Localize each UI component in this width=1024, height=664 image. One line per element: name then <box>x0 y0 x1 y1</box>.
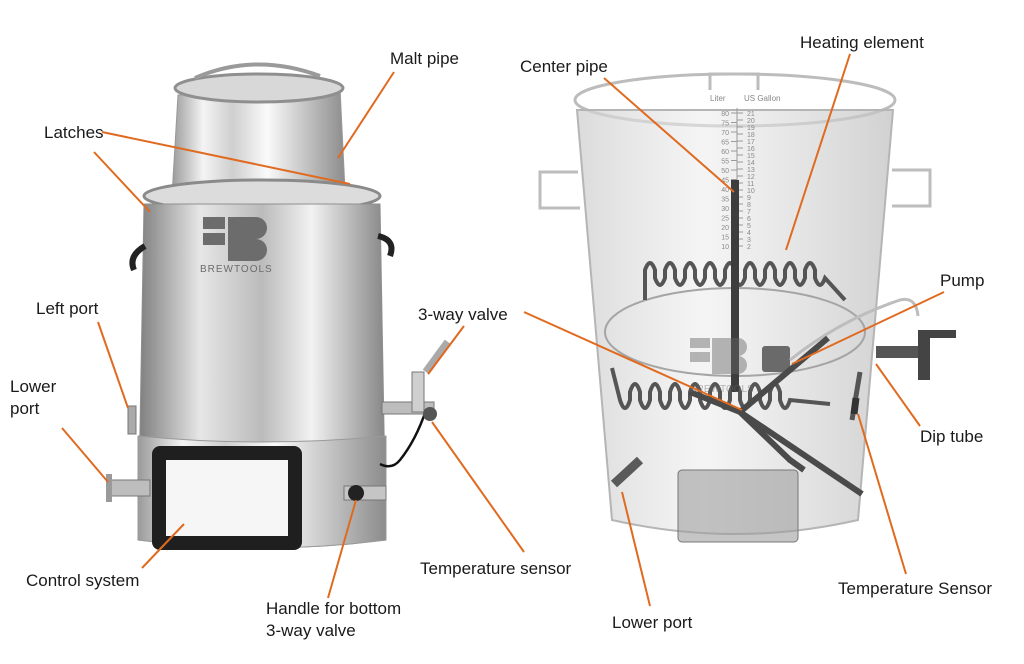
bottom-valve-handle <box>343 485 387 501</box>
label-left-port: Left port <box>36 299 99 318</box>
kettle-exterior: BREWTOOLS <box>106 62 452 550</box>
three-way-valve-assembly <box>379 339 452 468</box>
scale-gallon-label: 13 <box>747 167 755 174</box>
brand-logo: BREWTOOLS <box>200 217 273 275</box>
cutaway-handle-left <box>538 170 580 210</box>
leader-center-pipe <box>603 77 735 193</box>
label-three-way-valve: 3-way valve <box>418 305 508 324</box>
scale-gallon-label: 20 <box>747 118 755 125</box>
scale-liter-label: 10 <box>721 244 729 251</box>
heating-element-lower <box>610 367 831 410</box>
scale-gallon-label: 14 <box>747 160 755 167</box>
left-lower-port <box>106 474 151 502</box>
temperature-sensor-probe <box>850 397 860 415</box>
scale-liter-label: 75 <box>721 121 729 128</box>
leader-latches-b <box>93 151 151 213</box>
label-lower-port-left: Lower port <box>10 377 57 418</box>
scale-liter-label: 45 <box>721 178 729 185</box>
cross-pipe-b <box>738 335 830 415</box>
scale-liter-label: 50 <box>721 168 729 175</box>
scale-liter-label: 40 <box>721 187 729 194</box>
leader-malt-pipe <box>337 71 395 159</box>
cutaway-handle-top <box>708 72 760 90</box>
scale-gallon-label: 12 <box>747 174 755 181</box>
scale-liter-label: 35 <box>721 197 729 204</box>
leader-pump <box>791 291 945 365</box>
scale-liter-label: 30 <box>721 206 729 213</box>
leader-bottom-valve <box>327 499 357 599</box>
cross-pipe-c <box>737 409 806 473</box>
left-handle <box>129 243 147 272</box>
brand-logo-text: BREWTOOLS <box>200 264 273 275</box>
scale-liter-label: 20 <box>721 225 729 232</box>
scale-gallon-label: 3 <box>747 237 751 244</box>
control-screen <box>166 460 288 536</box>
scale-gallon-label: 11 <box>747 181 754 188</box>
label-temperature-sensor-left: Temperature sensor <box>420 559 572 578</box>
leader-dip-tube <box>875 363 921 427</box>
cutaway-lower-port <box>610 456 644 488</box>
left-port <box>127 405 137 435</box>
cutaway-brand-logo: BREWTOOLS <box>690 338 754 395</box>
scale-liter-label: 80 <box>721 111 729 118</box>
leader-three-way-valve-right <box>523 311 743 411</box>
leader-left-port <box>97 321 129 409</box>
scale-liter-label: 70 <box>721 130 729 137</box>
cutaway-control-box <box>677 469 799 543</box>
leader-lines <box>61 53 945 607</box>
malt-pipe-rim <box>173 72 345 104</box>
scale-liter-label: 65 <box>721 140 729 147</box>
scale-liter-label: 15 <box>721 235 729 242</box>
scale-gallon-label: 5 <box>747 223 751 230</box>
scale-gallon-label: 9 <box>747 195 751 202</box>
cutaway-handle-right <box>892 168 932 208</box>
label-malt-pipe: Malt pipe <box>390 49 459 68</box>
label-heating-element: Heating element <box>800 33 924 52</box>
scale-liter-label: 55 <box>721 159 729 166</box>
label-handle-bottom-valve: Handle for bottom 3-way valve <box>266 599 402 640</box>
scale-liter-label: 25 <box>721 216 729 223</box>
pump-unit <box>762 297 920 372</box>
leader-temp-sensor-left <box>431 421 525 553</box>
leader-latches-a <box>101 131 351 185</box>
scale-gallon-label: 8 <box>747 202 751 209</box>
right-handle <box>377 233 395 258</box>
right-valve <box>876 330 956 380</box>
scale-header-liter: Liter <box>710 94 726 103</box>
label-temperature-sensor-right: Temperature Sensor <box>838 579 993 598</box>
leader-lower-port-right <box>621 491 651 607</box>
label-pump: Pump <box>940 271 985 290</box>
scale-gallon-label: 18 <box>747 132 755 139</box>
label-center-pipe: Center pipe <box>520 57 608 76</box>
leader-lower-port-left <box>61 427 109 483</box>
scale-gallon-label: 4 <box>747 230 751 237</box>
scale-gallon-label: 6 <box>747 216 751 223</box>
scale-gallon-label: 10 <box>747 188 755 195</box>
label-lower-port-right: Lower port <box>612 613 693 632</box>
scale-header-gallon: US Gallon <box>744 94 780 103</box>
label-dip-tube: Dip tube <box>920 427 984 446</box>
leader-three-way-valve <box>427 325 465 375</box>
malt-pipe-handle <box>194 62 321 80</box>
scale-gallon-label: 7 <box>747 209 751 216</box>
label-latches: Latches <box>44 123 104 142</box>
leader-control-system <box>141 523 185 569</box>
scale-gallon-label: 17 <box>747 139 755 146</box>
scale-liter-label: 60 <box>721 149 729 156</box>
scale-gallon-label: 16 <box>747 146 755 153</box>
leader-heating-element <box>785 53 851 251</box>
cutaway-brand-logo-text: BREWTOOLS <box>690 384 754 395</box>
label-control-system: Control system <box>26 571 140 590</box>
scale-gallon-label: 2 <box>747 244 751 251</box>
scale-gallon-label: 15 <box>747 153 755 160</box>
scale-gallon-label: 19 <box>747 125 755 132</box>
scale-gallon-label: 21 <box>747 111 755 118</box>
kettle-cutaway: Liter US Gallon 807570656055504540353025… <box>538 72 956 543</box>
leader-temp-sensor-right <box>857 413 907 575</box>
center-pipe <box>731 180 739 392</box>
